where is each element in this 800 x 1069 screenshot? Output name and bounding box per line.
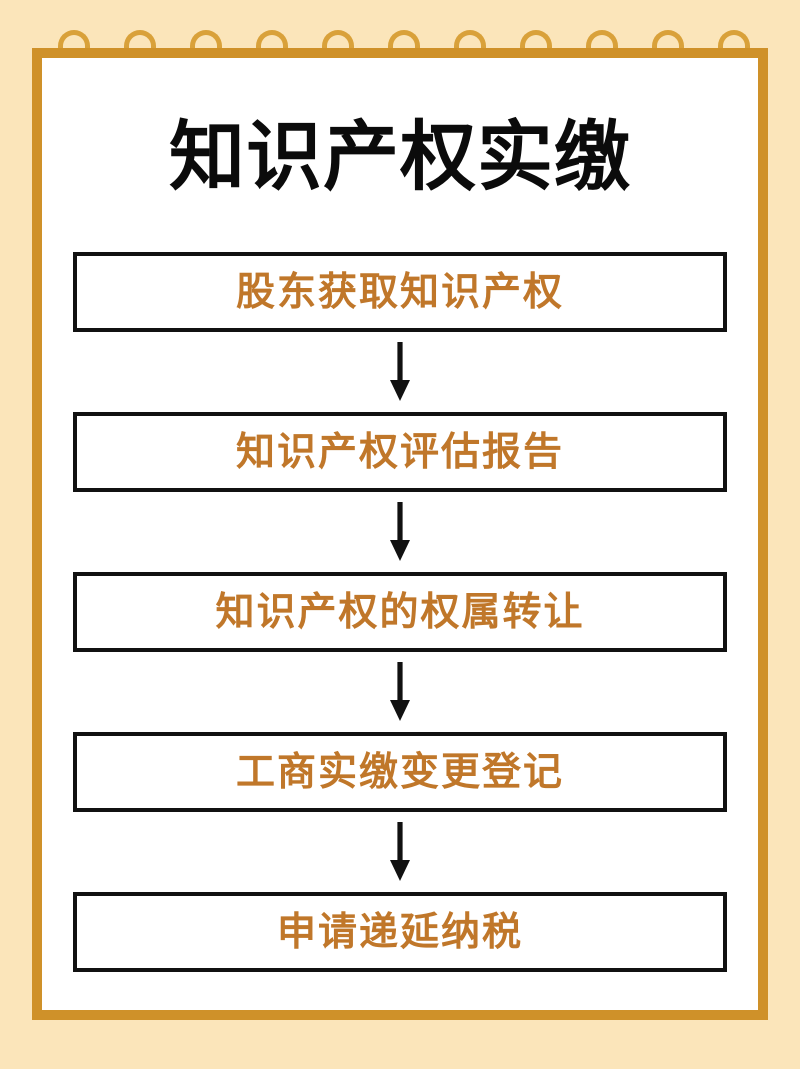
flow-step-1: 股东获取知识产权 (73, 252, 727, 332)
down-arrow-icon (73, 492, 727, 572)
flowchart: 股东获取知识产权知识产权评估报告知识产权的权属转让工商实缴变更登记申请递延纳税 (73, 252, 727, 972)
flow-step-label: 申请递延纳税 (276, 910, 523, 954)
flow-step-5: 申请递延纳税 (73, 892, 727, 972)
flow-step-label: 工商实缴变更登记 (235, 750, 564, 794)
page-title: 知识产权实缴 (169, 115, 631, 200)
down-arrow-icon (73, 652, 727, 732)
flow-step-label: 知识产权评估报告 (235, 430, 564, 474)
flow-step-2: 知识产权评估报告 (73, 412, 727, 492)
flow-step-3: 知识产权的权属转让 (73, 572, 727, 652)
notepad-page: 知识产权实缴 股东获取知识产权知识产权评估报告知识产权的权属转让工商实缴变更登记… (42, 58, 758, 1010)
flow-step-label: 知识产权的权属转让 (215, 590, 585, 634)
flow-step-4: 工商实缴变更登记 (73, 732, 727, 812)
flow-step-label: 股东获取知识产权 (235, 270, 564, 314)
down-arrow-icon (73, 812, 727, 892)
down-arrow-icon (73, 332, 727, 412)
